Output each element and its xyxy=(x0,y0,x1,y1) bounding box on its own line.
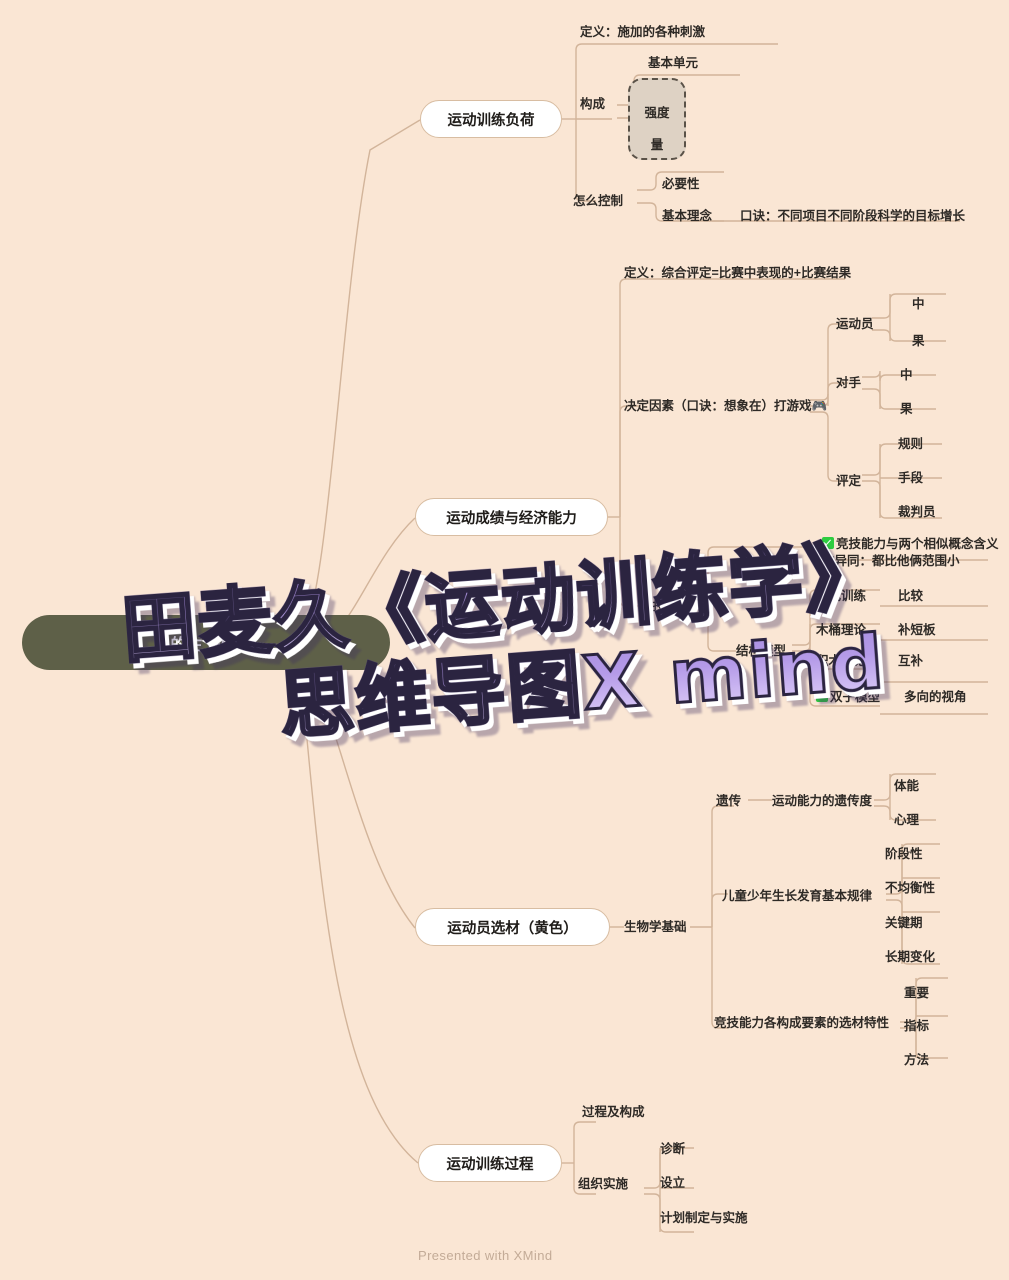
branch-node-load[interactable]: 运动训练负荷 xyxy=(420,100,562,138)
root-node[interactable]: 的主 构成 xyxy=(22,615,390,670)
node-load-control[interactable]: 怎么控制 xyxy=(573,194,624,208)
node-opponent-guo[interactable]: 果 xyxy=(900,402,913,416)
node-psychology[interactable]: 心理 xyxy=(894,813,920,827)
node-heredity[interactable]: 遗传 xyxy=(716,794,742,808)
node-competitive-ability-compare[interactable]: 竞技能力与两个相似概念含义的异同：都比他俩范围小 xyxy=(822,536,1008,570)
check-icon xyxy=(822,537,834,549)
node-plan-implementation[interactable]: 计划制定与实施 xyxy=(660,1211,748,1225)
node-block-theory-note[interactable]: 互补 xyxy=(898,654,924,668)
node-block-theory[interactable]: 积木理论 xyxy=(816,654,867,668)
node-organization[interactable]: 组织实施 xyxy=(578,1177,629,1191)
node-evaluation[interactable]: 评定 xyxy=(836,474,862,488)
node-load-mnemonic[interactable]: 口诀：不同项目不同阶段科学的目标增长 xyxy=(740,209,966,223)
group-item-intensity[interactable]: 强度 xyxy=(644,106,670,120)
node-structure-model[interactable]: 结构模型 xyxy=(736,644,787,658)
node-critical-period[interactable]: 关键期 xyxy=(885,916,923,930)
check-icon xyxy=(816,690,828,702)
node-eval-means[interactable]: 手段 xyxy=(898,471,924,485)
node-athlete-guo[interactable]: 果 xyxy=(912,334,925,348)
branch-label: 运动员选材（黄色） xyxy=(447,920,578,937)
node-indicator[interactable]: 指标 xyxy=(904,1019,930,1033)
node-opponent[interactable]: 对手 xyxy=(836,376,862,390)
node-establish[interactable]: 设立 xyxy=(660,1176,686,1190)
node-heritability[interactable]: 运动能力的遗传度 xyxy=(772,794,873,808)
node-barrel-theory-note[interactable]: 补短板 xyxy=(898,623,936,637)
footer-attribution: Presented with XMind xyxy=(418,1248,553,1263)
node-growth-laws[interactable]: 儿童少年生长发育基本规律 xyxy=(722,889,873,903)
node-load-basic-concept[interactable]: 基本理念 xyxy=(662,209,713,223)
group-item-volume[interactable]: 量 xyxy=(650,138,664,152)
branch-label: 运动成绩与经济能力 xyxy=(446,510,577,527)
node-twin-model-note[interactable]: 多向的视角 xyxy=(904,690,967,704)
branch-node-selection[interactable]: 运动员选材（黄色） xyxy=(415,908,610,946)
node-biological-basis[interactable]: 生物学基础 xyxy=(624,920,687,934)
node-imbalance[interactable]: 不均衡性 xyxy=(885,881,936,895)
node-basic-unit[interactable]: 基本单元 xyxy=(648,56,699,70)
node-opponent-zhong[interactable]: 中 xyxy=(900,368,913,382)
branch-node-performance[interactable]: 运动成绩与经济能力 xyxy=(415,498,608,536)
node-long-term-change[interactable]: 长期变化 xyxy=(885,950,936,964)
branch-label: 运动训练负荷 xyxy=(447,112,535,129)
node-load-composition[interactable]: 构成 xyxy=(580,97,606,111)
node-performance-definition[interactable]: 定义：综合评定=比赛中表现的+比赛结果 xyxy=(624,266,852,280)
branch-label: 运动训练过程 xyxy=(446,1156,534,1173)
node-importance[interactable]: 重要 xyxy=(904,986,930,1000)
node-label: 双子模型 xyxy=(830,690,881,704)
node-eval-referee[interactable]: 裁判员 xyxy=(898,505,936,519)
node-load-necessity[interactable]: 必要性 xyxy=(662,177,700,191)
node-twin-model[interactable]: 双子模型 xyxy=(816,689,880,706)
node-method[interactable]: 方法 xyxy=(904,1053,930,1067)
node-load-definition[interactable]: 定义：施加的各种刺激 xyxy=(580,25,706,39)
root-label: 的主 构成 xyxy=(170,636,242,654)
node-stage-characteristic[interactable]: 阶段性 xyxy=(885,847,923,861)
node-physical-ability[interactable]: 体能 xyxy=(894,779,920,793)
node-label: 竞技能力与两个相似概念含义的异同：都比他俩范围小 xyxy=(822,537,999,568)
node-athlete-zhong[interactable]: 中 xyxy=(912,297,925,311)
node-eval-rule[interactable]: 规则 xyxy=(898,437,924,451)
node-competitive-ability[interactable]: 竞技能力 xyxy=(640,599,691,613)
node-model-training-note[interactable]: 比较 xyxy=(898,589,924,603)
node-determining-factors[interactable]: 决定因素（口诀：想象在）打游戏🎮 xyxy=(624,399,828,413)
node-barrel-theory[interactable]: 木桶理论 xyxy=(816,623,867,637)
node-model-training[interactable]: …式训练 xyxy=(816,589,867,603)
node-selection-traits[interactable]: 竞技能力各构成要素的选材特性 xyxy=(714,1016,890,1030)
node-diagnosis[interactable]: 诊断 xyxy=(660,1142,686,1156)
node-process-composition[interactable]: 过程及构成 xyxy=(582,1105,645,1119)
node-athlete[interactable]: 运动员 xyxy=(836,317,874,331)
branch-node-process[interactable]: 运动训练过程 xyxy=(418,1144,562,1182)
